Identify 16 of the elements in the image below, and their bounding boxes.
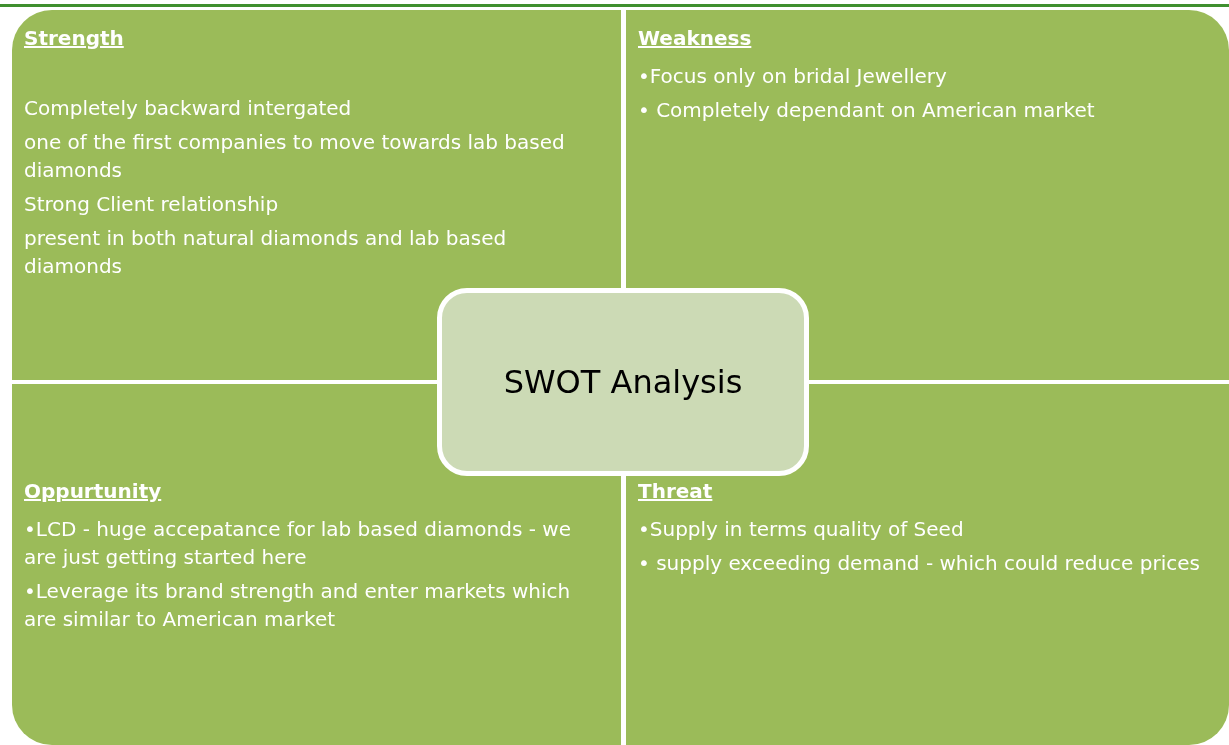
quadrant-heading: Threat (638, 479, 713, 503)
bullet-text: •Focus only on bridal Jewellery (638, 63, 948, 90)
bullet-text: • supply exceeding demand - which could reduce prices (638, 550, 1201, 577)
center-title: SWOT Analysis (503, 363, 743, 401)
quadrant-heading: Weakness (638, 26, 752, 50)
center-box (437, 288, 809, 476)
bullet-text: •Leverage its brand strength and enter markets which are similar to American market (24, 578, 572, 633)
bullet-text: one of the first companies to move towards lab based diamonds (24, 129, 566, 184)
bullet-text: Strong Client relationship (24, 191, 280, 218)
bullet-text: Completely backward intergated (24, 95, 353, 122)
bullet-text: •Supply in terms quality of Seed (638, 516, 965, 543)
bullet-text: • Completely dependant on American market (638, 97, 1096, 124)
quadrant-heading: Oppurtunity (24, 479, 162, 503)
quadrant-heading: Strength (24, 26, 124, 50)
bullet-text: present in both natural diamonds and lab based diamonds (24, 225, 508, 280)
bullet-text: •LCD - huge accepatance for lab based diamonds - we are just getting started here (24, 516, 572, 571)
